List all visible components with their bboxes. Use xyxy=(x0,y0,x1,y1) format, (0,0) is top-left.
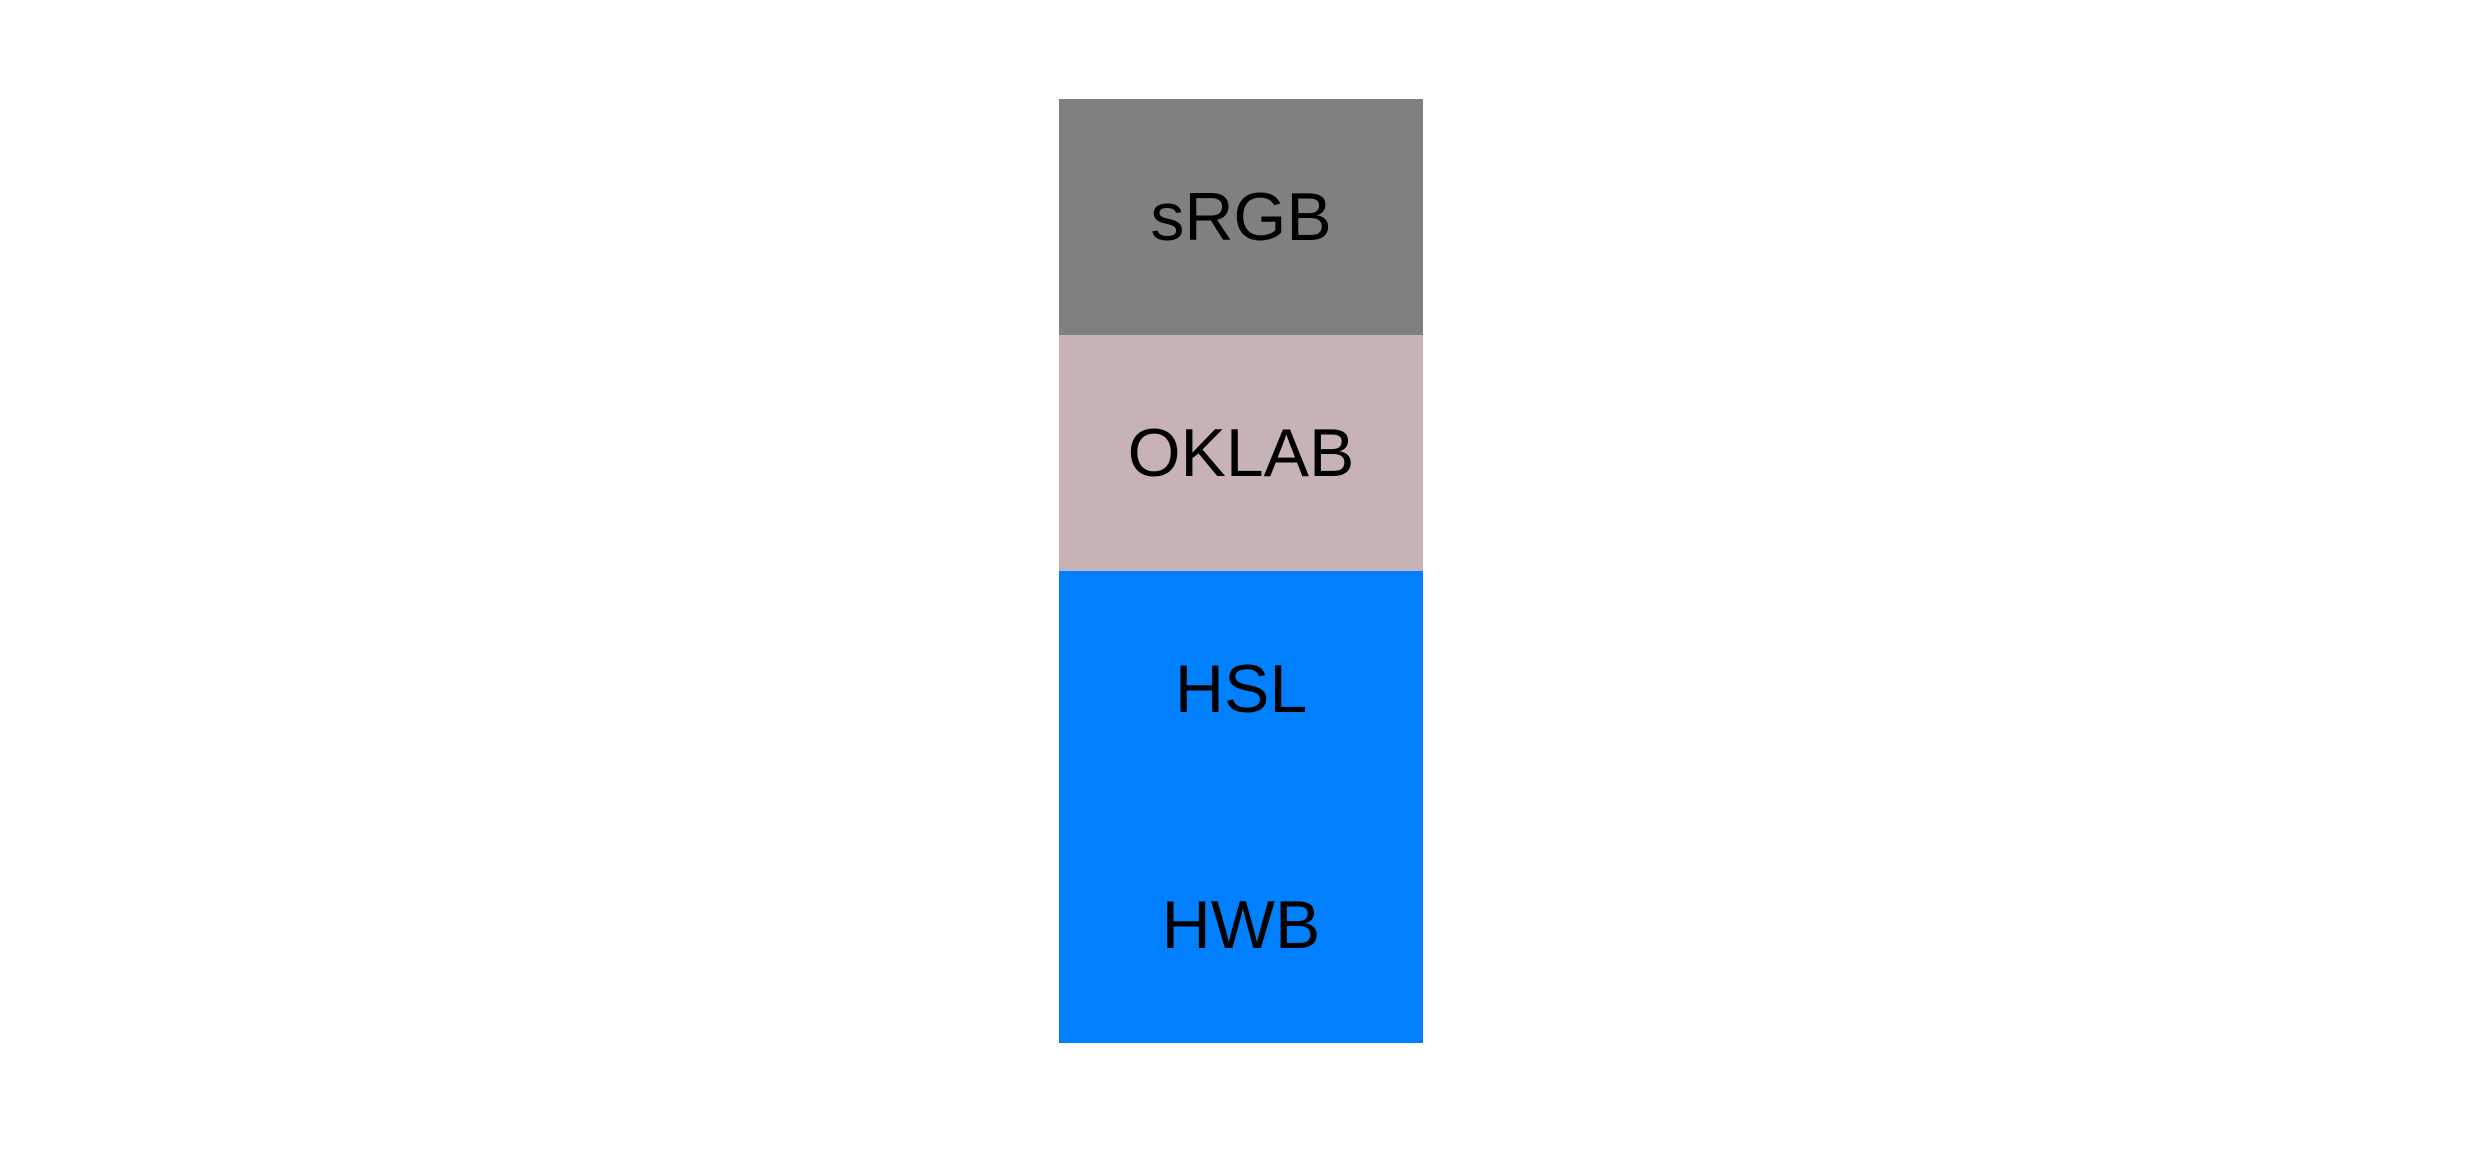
swatch-band-hsl[interactable]: HSL xyxy=(1059,571,1423,807)
swatch-band-oklab[interactable]: OKLAB xyxy=(1059,335,1423,571)
swatch-label-oklab: OKLAB xyxy=(1127,415,1355,491)
color-space-swatch-stack: sRGB OKLAB HSL HWB xyxy=(1059,99,1423,1043)
swatch-label-hwb: HWB xyxy=(1161,887,1321,963)
swatch-band-hwb[interactable]: HWB xyxy=(1059,807,1423,1043)
swatch-band-srgb[interactable]: sRGB xyxy=(1059,99,1423,335)
swatch-label-hsl: HSL xyxy=(1174,651,1308,727)
swatch-label-srgb: sRGB xyxy=(1150,179,1332,255)
